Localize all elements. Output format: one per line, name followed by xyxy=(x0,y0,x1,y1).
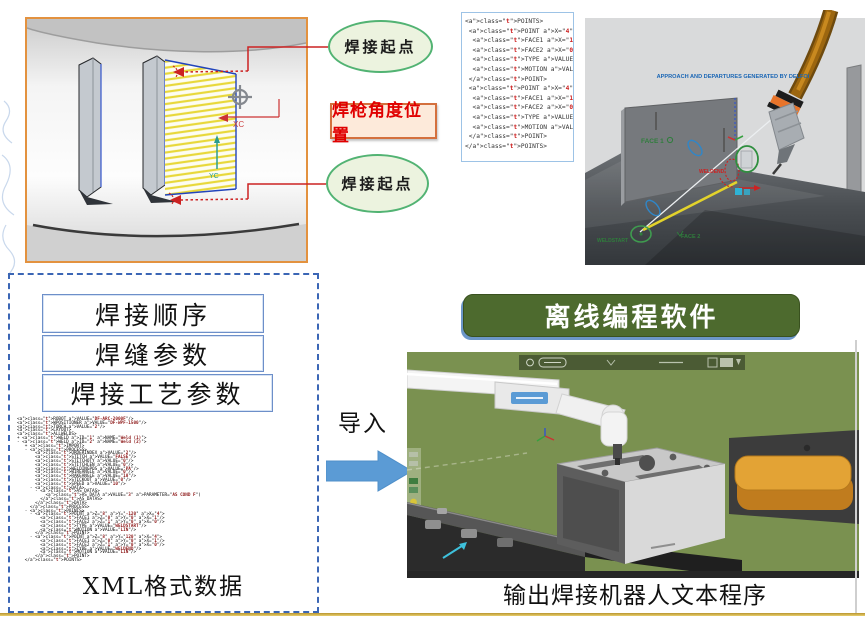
xml-data-box: 焊接顺序 焊缝参数 焊接工艺参数 <a">class="t">ROBOT a">… xyxy=(8,273,319,613)
cad-drawing: XC YC xyxy=(26,19,307,261)
weld-start-bottom-label: 焊接起点 xyxy=(341,175,414,193)
cad-left-part xyxy=(78,57,113,205)
callout-weld-start-top: 焊接起点 xyxy=(328,20,433,73)
xml-points-panel: <a">class="t">POINTS> <a">class="t">POIN… xyxy=(461,12,574,162)
param-box-weld-order-label: 焊接顺序 xyxy=(94,301,211,330)
yc-axis-annotation: YC xyxy=(209,135,220,180)
import-arrow-icon xyxy=(326,450,413,492)
sim-workpiece-plate xyxy=(621,97,738,206)
xml-data-caption: XML格式数据 xyxy=(82,574,245,600)
toolbar-grid-icon[interactable] xyxy=(707,357,718,368)
callout-gun-angle: 焊枪角度位置 xyxy=(330,101,437,145)
weldend-marker xyxy=(724,158,740,182)
rotation-circle xyxy=(735,145,759,173)
toolbar-chevron-down-icon[interactable] xyxy=(606,359,616,366)
world-axis-icon xyxy=(536,428,555,442)
weldend-label: WELDEND xyxy=(699,169,725,175)
output-caption: 输出焊接机器人文本程序 xyxy=(503,583,767,609)
robot-tool-tip xyxy=(613,444,622,459)
robot-arm xyxy=(407,369,628,465)
via-point-circle-1 xyxy=(687,139,703,157)
delfoi-caption: APPROACH AND DEPARTURES GENERATED BY DEL… xyxy=(657,74,810,80)
orange-pallet xyxy=(729,430,859,524)
output-sim-screenshot xyxy=(407,352,859,578)
param-box-process-params: 焊接工艺参数 xyxy=(42,374,273,412)
param-box-weld-order: 焊接顺序 xyxy=(42,294,264,333)
robot-rail-track xyxy=(407,502,742,578)
gun-angle-label: 焊枪角度位置 xyxy=(332,101,422,145)
callout-weld-start-bottom: 焊接起点 xyxy=(326,154,429,213)
param-box-process-params-label: 焊接工艺参数 xyxy=(70,381,245,409)
crosshair-icon xyxy=(228,85,252,109)
toolbar-dropdown-icon[interactable] xyxy=(736,359,741,365)
toolbar-pill-icon[interactable] xyxy=(538,357,567,368)
cyan-cube-icon xyxy=(735,188,742,195)
cad-screenshot-panel: XC YC xyxy=(25,17,308,263)
axis-yc-label: YC xyxy=(209,173,219,180)
face2-label: FACE 2 xyxy=(681,234,700,240)
weldstart-label: WELDSTART xyxy=(597,238,628,244)
delfoi-sim-screenshot: WELDSTART FACE 1 FACE 2 WELDEND xyxy=(585,10,865,265)
xc-axis-annotation: XC xyxy=(218,99,280,129)
param-box-seam-params: 焊缝参数 xyxy=(42,335,264,372)
welding-fixture-box xyxy=(556,447,726,564)
offline-software-title: 离线编程软件 xyxy=(463,294,800,337)
import-label: 导入 xyxy=(338,411,388,437)
offline-software-title-label: 离线编程软件 xyxy=(544,302,719,332)
xml-data-code: <a">class="t">ROBOT a">VALUE="DF-ARC-200… xyxy=(17,417,201,564)
left-sketch-decoration xyxy=(1,100,16,276)
cad-weld-face xyxy=(164,59,237,196)
toolbar-swatch-icon[interactable] xyxy=(720,358,733,367)
weldstart-marker xyxy=(630,225,652,243)
welding-torch xyxy=(767,10,839,175)
face1-label: FACE 1 xyxy=(641,138,664,145)
right-divider-line xyxy=(855,340,857,613)
axis-xc-label: XC xyxy=(233,120,244,129)
via-point-circle-2 xyxy=(645,199,661,217)
bottom-gold-divider xyxy=(0,613,865,616)
approach-path-line xyxy=(639,117,774,233)
weld-seam-line xyxy=(642,180,738,232)
weld-start-top-label: 焊接起点 xyxy=(344,38,417,56)
param-box-seam-params-label: 焊缝参数 xyxy=(94,341,211,370)
xml-points-code: <a">class="t">POINTS> <a">class="t">POIN… xyxy=(465,18,574,150)
cad-top-surface xyxy=(27,19,306,52)
sim-top-toolbar[interactable] xyxy=(519,355,745,370)
